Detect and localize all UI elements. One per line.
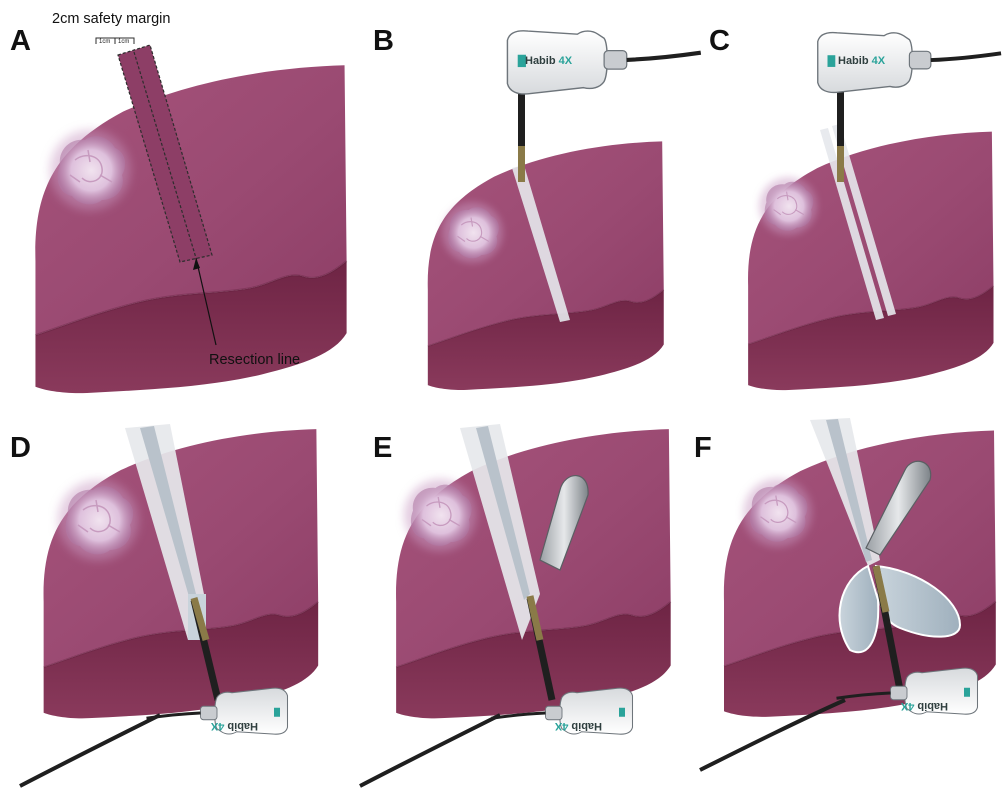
panel-d: D Habib 4X (10, 424, 318, 786)
panel-letter-a: A (10, 25, 31, 57)
panel-letter-d: D (10, 432, 31, 464)
tumor (404, 479, 476, 551)
resection-line-label: Resection line (209, 352, 300, 368)
svg-text:Habib 4X: Habib 4X (210, 720, 258, 732)
panel-a: A 2cm safety margin 1cm 1cm Resection li… (10, 11, 347, 393)
device-brand-label: Habib 4X (525, 55, 573, 67)
liver-illustration (748, 132, 993, 391)
panel-letter-c: C (709, 25, 730, 57)
panel-c: C Habib 4X (709, 25, 1001, 390)
device-brand-label: Habib 4X (838, 55, 886, 67)
safety-margin-label: 2cm safety margin (52, 11, 170, 27)
panel-letter-f: F (694, 432, 712, 464)
device-cable (20, 715, 160, 786)
tumor (744, 479, 812, 547)
svg-text:Habib 4X: Habib 4X (900, 700, 948, 712)
panel-letter-e: E (373, 432, 392, 464)
panel-b: B Habib 4X (373, 25, 701, 390)
device-cable (360, 715, 500, 786)
device-brand-label: Habib 4X (900, 700, 948, 712)
probe-tip (837, 146, 844, 182)
margin-unit-left: 1cm (99, 39, 110, 45)
tumor (50, 130, 130, 210)
panel-letter-b: B (373, 25, 394, 57)
tumor (443, 203, 503, 263)
margin-unit-right: 1cm (118, 39, 129, 45)
tumor (759, 177, 817, 235)
tumor (58, 480, 138, 560)
probe-tip (518, 146, 525, 182)
panel-f: F Habib 4X (694, 418, 996, 770)
device-brand-label: Habib 4X (554, 720, 602, 732)
device-brand-label: Habib 4X (210, 720, 258, 732)
panel-e: E Habib 4X (360, 424, 671, 786)
svg-text:Habib 4X: Habib 4X (554, 720, 602, 732)
